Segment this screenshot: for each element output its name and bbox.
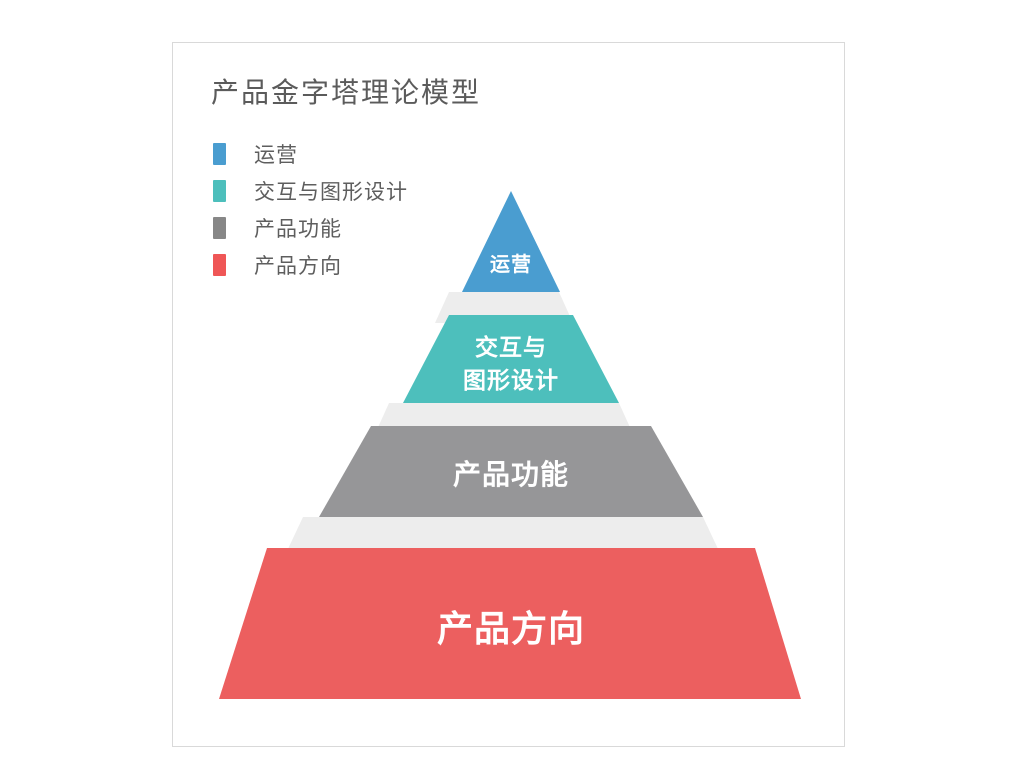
legend-item-product-function[interactable]: 产品功能 [213, 209, 408, 246]
legend-item-operations[interactable]: 运营 [213, 135, 408, 172]
tier-shape-2[interactable] [403, 315, 619, 403]
tier-shape-1[interactable] [462, 191, 560, 292]
legend-swatch-icon [213, 142, 226, 165]
legend-item-label: 产品方向 [254, 254, 342, 278]
legend-swatch-icon [213, 216, 226, 239]
legend: 运营 交互与图形设计 产品功能 产品方向 [213, 135, 408, 283]
tier-label-3: 产品功能 [453, 459, 569, 490]
tier-label-1: 运营 [490, 252, 532, 276]
legend-item-label: 运营 [254, 143, 298, 167]
legend-item-label: 产品功能 [254, 217, 342, 241]
slide-card: 产品金字塔理论模型 运营 交互与图形设计 产品功能 产品方向 运营 [172, 42, 845, 747]
tier-shape-4[interactable] [219, 548, 801, 699]
tier-shape-3[interactable] [319, 426, 703, 517]
tier-shadow [435, 292, 573, 323]
tier-shadow [375, 403, 633, 434]
tier-shadow [287, 517, 719, 551]
legend-swatch-icon [213, 179, 226, 202]
page-title: 产品金字塔理论模型 [211, 77, 482, 108]
legend-item-label: 交互与图形设计 [254, 180, 408, 204]
legend-item-product-direction[interactable]: 产品方向 [213, 246, 408, 283]
legend-item-interaction-graphic-design[interactable]: 交互与图形设计 [213, 172, 408, 209]
tier-label-2: 图形设计 [463, 367, 559, 393]
tier-label-4: 产品方向 [437, 608, 585, 649]
legend-swatch-icon [213, 253, 226, 276]
tier-label-2: 交互与 [475, 334, 547, 360]
